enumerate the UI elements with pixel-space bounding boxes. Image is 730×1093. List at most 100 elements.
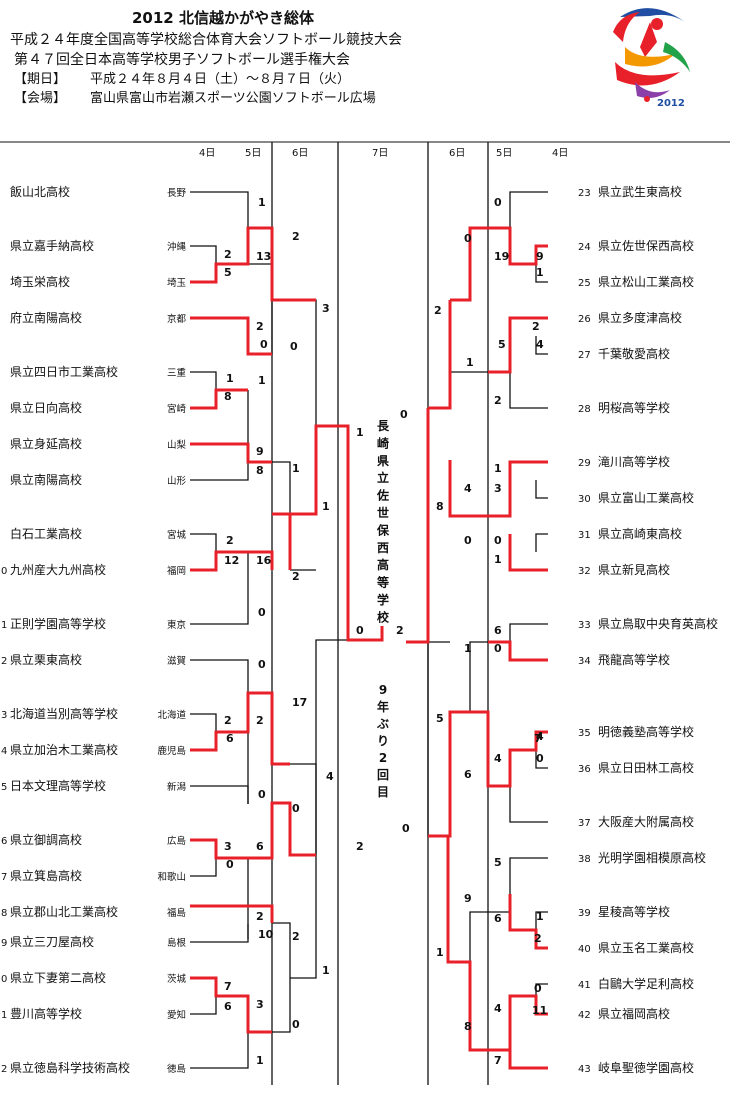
champion-label-char: 立 (377, 470, 389, 485)
right-team-name: 明徳義塾高等学校 (598, 724, 694, 739)
left-team-prefecture: 北海道 (157, 709, 186, 721)
left-team-name: 県立下妻第二高校 (10, 970, 106, 985)
match-score: 5 (436, 712, 444, 725)
match-score: 3 (322, 302, 330, 315)
right-team-name: 県立富山工業高校 (598, 490, 694, 505)
match-score: 3 (224, 840, 232, 853)
left-team-name: 飯山北高校 (10, 184, 70, 199)
match-score: 1 (464, 642, 472, 655)
champion-label-char: 保 (376, 522, 390, 537)
note-label-char: 9 (379, 683, 387, 697)
right-team-name: 明桜高等学校 (598, 400, 670, 415)
day-header-left-4: 4日 (199, 148, 215, 159)
right-team-name: 岐阜聖徳学園高校 (598, 1060, 694, 1075)
left-team-name: 県立南陽高校 (10, 472, 82, 487)
match-score: 1 (494, 462, 502, 475)
left-team-prefecture: 茨城 (167, 973, 187, 985)
match-score: 2 (494, 394, 502, 407)
match-score: 1 (356, 426, 364, 439)
match-score: 6 (256, 840, 264, 853)
right-team-number: 35 (578, 728, 591, 739)
match-score: 2 (226, 534, 234, 547)
right-team-number: 25 (578, 278, 591, 289)
champion-label-char: 県 (377, 454, 389, 468)
match-score: 7 (224, 980, 232, 993)
left-team-name: 県立御調高校 (10, 832, 82, 847)
match-score: 0 (464, 534, 472, 547)
match-score: 8 (464, 1020, 472, 1033)
match-score: 9 (256, 445, 264, 458)
match-score: 2 (256, 714, 264, 727)
left-team-prefecture: 福島 (167, 907, 186, 919)
left-team-prefecture: 福岡 (167, 565, 186, 577)
match-score: 11 (532, 1004, 547, 1017)
match-score: 1 (322, 964, 330, 977)
match-score: 0 (258, 658, 266, 671)
left-team-prefecture: 三重 (167, 367, 187, 379)
champion-label-char: 校 (377, 609, 390, 624)
right-team-name: 県立福岡高校 (598, 1006, 670, 1021)
right-team-number: 37 (578, 818, 591, 829)
right-team-number: 41 (578, 980, 591, 991)
match-score: 1 (436, 946, 444, 959)
champion-label-char: 等 (376, 575, 389, 590)
venue-label: 【会場】 (14, 91, 67, 106)
match-score: 0 (494, 534, 502, 547)
left-team-name: 県立加治木工業高校 (10, 742, 118, 757)
left-team-prefecture: 和歌山 (157, 871, 186, 883)
right-team-number: 30 (578, 494, 591, 505)
left-team-name: 北海道当別高等学校 (10, 706, 118, 721)
day-header-left-6: 6日 (292, 148, 308, 159)
match-score: 13 (256, 250, 271, 263)
right-team-name: 千葉敬愛高校 (598, 346, 670, 361)
page-title: 2012 北信越かがやき総体 (132, 9, 314, 27)
match-score: 0 (536, 752, 544, 765)
logo-year: 2012 (657, 98, 685, 109)
match-score: 4 (464, 482, 472, 495)
left-team-number: 4 (1, 746, 7, 757)
match-score: 1 (226, 372, 234, 385)
right-team-number: 32 (578, 566, 591, 577)
match-score: 3 (256, 998, 264, 1011)
match-score: 2 (534, 932, 542, 945)
match-score: 10 (258, 928, 274, 941)
right-team-name: 星稜高等学校 (598, 904, 670, 919)
right-team-name: 県立玉名工業高校 (598, 940, 694, 955)
left-team-prefecture: 山形 (167, 475, 187, 487)
left-team-prefecture: 東京 (167, 619, 186, 631)
right-team-number: 29 (578, 458, 591, 469)
right-team-name: 県立高崎東高校 (598, 526, 682, 541)
note-label-char: ぶ (376, 717, 389, 731)
match-score: 1 (322, 500, 330, 513)
left-team-prefecture: 埼玉 (167, 277, 187, 289)
right-team-number: 34 (578, 656, 591, 667)
right-team-number: 40 (578, 944, 591, 955)
right-team-name: 県立佐世保西高校 (598, 238, 694, 253)
tournament-name: 平成２４年度全国高等学校総合体育大会ソフトボール競技大会 (10, 32, 402, 48)
left-team-number: 2 (1, 1064, 7, 1075)
note-label-char: 回 (377, 768, 389, 782)
left-team-name: 正則学園高等学校 (10, 616, 106, 631)
match-score: 1 (292, 462, 300, 475)
left-team-name: 県立徳島科学技術高校 (10, 1060, 130, 1075)
match-score: 9 (464, 892, 472, 905)
match-score: 5 (224, 266, 232, 279)
match-score: 6 (224, 1000, 232, 1013)
match-score: 2 (396, 624, 404, 637)
right-team-name: 県立多度津高校 (598, 310, 682, 325)
left-team-prefecture: 沖縄 (167, 241, 187, 253)
match-score: 1 (258, 374, 266, 387)
right-team-name: 県立新見高校 (598, 562, 670, 577)
match-score: 4 (536, 338, 544, 351)
match-score: 2 (256, 910, 264, 923)
match-score: 0 (400, 408, 408, 421)
note-label-char: り (377, 734, 389, 748)
match-score: 8 (256, 464, 264, 477)
match-score: 0 (534, 982, 542, 995)
right-team-number: 23 (578, 188, 591, 199)
left-team-number: 1 (1, 1010, 7, 1021)
match-score: 2 (292, 570, 300, 583)
left-team-name: 日本文理高等学校 (10, 778, 106, 793)
left-team-name: 県立嘉手納高校 (10, 238, 94, 253)
